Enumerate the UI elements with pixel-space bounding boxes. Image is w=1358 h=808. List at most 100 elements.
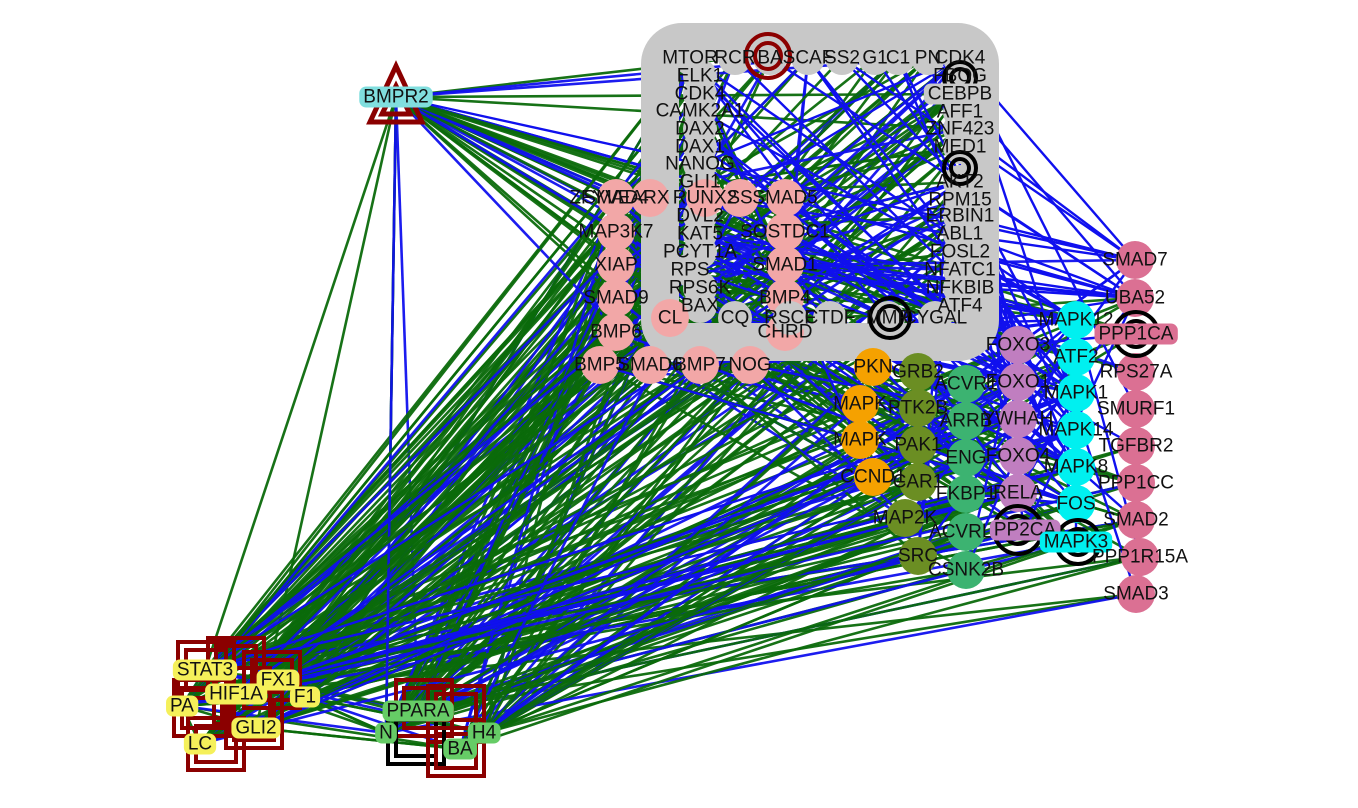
- node-box-hif1a: [205, 683, 268, 705]
- node-box-ba_g: [443, 738, 477, 760]
- label-fos: FOS: [1056, 494, 1095, 515]
- label-bmp4: BMP4: [759, 288, 811, 309]
- node-box-lc: [183, 733, 217, 755]
- edge: [277, 475, 874, 682]
- node-carb: [899, 463, 937, 501]
- edge: [235, 181, 961, 695]
- edge: [235, 364, 601, 695]
- node-c1: [881, 41, 915, 75]
- edge: [385, 518, 1137, 735]
- label-ywhah: YWHAH: [983, 409, 1054, 430]
- node-smad9: [597, 279, 635, 317]
- edge: [235, 198, 961, 696]
- node-mapk12: [1057, 301, 1095, 339]
- label-kat5: KAT5: [677, 224, 723, 245]
- label-csnk2b: CSNK2B: [928, 560, 1004, 581]
- node-smad7: [1116, 241, 1154, 279]
- label-bmp7: BMP7: [674, 355, 726, 376]
- node-smad1: [766, 246, 804, 284]
- label-fbog: FBOG: [933, 66, 987, 87]
- label-smad6: SMAD6: [617, 355, 682, 376]
- node-box-f1: [289, 686, 321, 708]
- node-map3k7: [597, 213, 635, 251]
- edge: [807, 57, 1077, 431]
- label-dvl2: DVL2: [676, 206, 724, 227]
- node-mapk14: [1057, 411, 1095, 449]
- label-scaf: SCAF: [783, 48, 834, 69]
- node-map2k: [886, 499, 924, 537]
- label-mtor: MTOR: [662, 48, 718, 69]
- label-carb: CAR1: [893, 472, 944, 493]
- label-foxo4: FOXO4: [986, 446, 1051, 467]
- node-acvrl1: [947, 513, 985, 551]
- label-runx2: RUNX2: [673, 188, 737, 209]
- label-ppara: PPARA: [386, 701, 449, 722]
- edge: [458, 57, 772, 750]
- label-map3k7: MAP3K7: [579, 222, 654, 243]
- node-src: [899, 537, 937, 575]
- node-pkn: [854, 348, 892, 386]
- edge: [699, 232, 1077, 322]
- label-elk1: ELK1: [677, 66, 723, 87]
- label-lc: LC: [188, 734, 212, 755]
- edge: [204, 57, 899, 671]
- node-ywhah: [999, 400, 1037, 438]
- node-uba52: [1116, 279, 1154, 317]
- node-cl: [651, 299, 689, 337]
- label-nanog: NANOG: [665, 154, 735, 175]
- label-fosl2: FOSL2: [930, 242, 990, 263]
- label-gli2: GLI2: [235, 718, 276, 739]
- node-fkbp1: [947, 475, 985, 513]
- label-cdk4: CDK4: [935, 48, 986, 69]
- node-box-pa: [166, 695, 199, 717]
- node-mapk_o1: [841, 385, 879, 423]
- node-smad5: [766, 179, 804, 217]
- label-smad5: SMAD5: [752, 188, 817, 209]
- label-bmp6: BMP6: [590, 322, 642, 343]
- node-box-n_lbl: [375, 722, 397, 744]
- node-rcr: [718, 41, 752, 75]
- node-rela: [999, 474, 1037, 512]
- edge: [181, 197, 651, 707]
- label-n_lbl: N: [379, 723, 393, 744]
- node-ptk2b: [899, 389, 937, 427]
- node-rscf: [773, 301, 807, 335]
- node-sostdc1: [766, 213, 804, 251]
- edge: [255, 391, 1077, 730]
- red-target-marker: [744, 32, 792, 80]
- label-map2k: MAP2K: [873, 508, 938, 529]
- label-rscf: RSCF: [764, 308, 816, 329]
- edge: [180, 57, 692, 707]
- label-atf2: ATF2: [1053, 347, 1098, 368]
- edge: [483, 332, 1137, 735]
- edge: [255, 380, 1019, 730]
- label-p_pn: PN: [915, 48, 941, 69]
- label-eng: ENG: [945, 448, 986, 469]
- edge: [277, 57, 961, 681]
- label-fkbp1: FKBP1: [936, 484, 996, 505]
- label-ptk2b: PTK2B: [888, 398, 948, 419]
- label-znf: ZNF423: [926, 119, 995, 140]
- label-c1: C1: [886, 48, 910, 69]
- node-smad6: [631, 346, 669, 384]
- label-sostdc1: SOSTDC1: [740, 222, 830, 243]
- edge: [203, 96, 398, 671]
- label-mmp: MMP: [866, 308, 910, 329]
- label-smad3: SMAD3: [1103, 584, 1168, 605]
- node-fos: [1057, 485, 1095, 523]
- label-pa: PA: [170, 696, 194, 717]
- label-abl: ABL1: [937, 224, 983, 245]
- edge: [199, 528, 1026, 746]
- node-bmp5: [581, 346, 619, 384]
- label-mapk3: MAPK3: [1044, 532, 1108, 553]
- edge: [255, 491, 1019, 730]
- label-aff1: AFF1: [937, 102, 983, 123]
- label-rps27a: RPS27A: [1100, 362, 1173, 383]
- label-nfatc: NFATC1: [924, 260, 995, 281]
- label-uba52: UBA52: [1105, 288, 1165, 309]
- label-dax1: DAX1: [675, 137, 725, 158]
- label-mapk14: MAPK14: [1039, 420, 1114, 441]
- node-box-bmpr2: [359, 86, 433, 108]
- node-bax: [683, 289, 717, 323]
- label-rps6k: RPS6K: [669, 278, 732, 299]
